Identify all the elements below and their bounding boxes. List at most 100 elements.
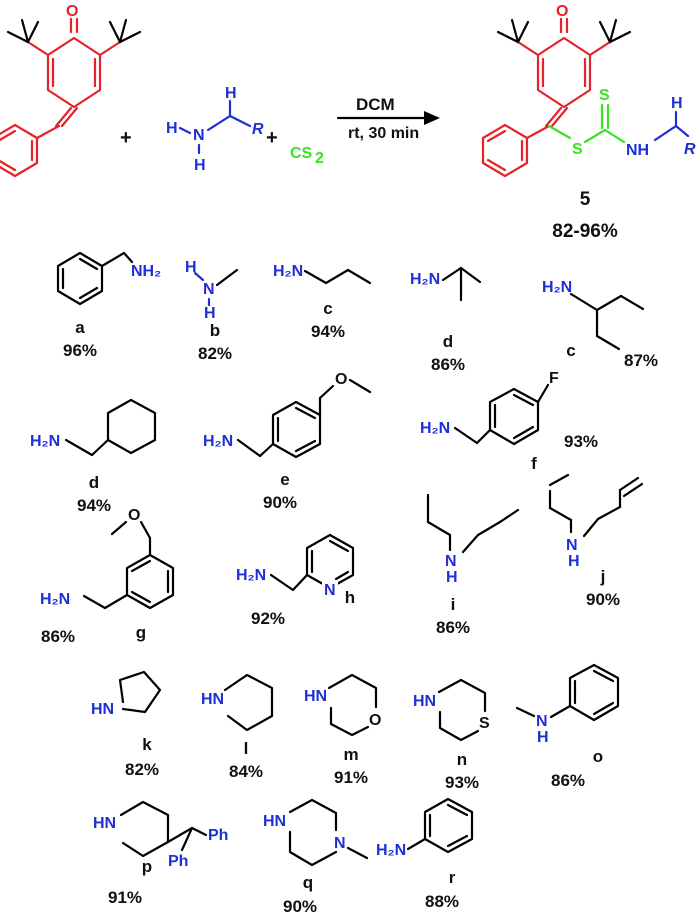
reagent-cs2-subscript: 2 (315, 150, 324, 167)
atom-nh: NH (626, 142, 649, 159)
substrate-n-structure: HN S (413, 678, 490, 742)
atom-h: H (204, 305, 216, 322)
substrate-a-structure: NH₂ (56, 251, 161, 306)
condition-solvent: DCM (356, 95, 395, 114)
substrate-yield: 86% (41, 627, 75, 646)
atom-n: N (203, 281, 215, 298)
atom-o: O (335, 371, 347, 388)
atom-s: S (572, 141, 583, 158)
substrate-yield: 91% (334, 768, 368, 787)
substrate-label: c (566, 341, 575, 360)
atom-h: H (194, 157, 206, 174)
amine-reactant: H N H H R (166, 85, 264, 174)
atom-h: H (225, 85, 237, 102)
atom-h: H (185, 259, 197, 276)
substrate-yield: 88% (425, 892, 459, 911)
atom-hn: HN (304, 688, 327, 705)
substrate-q-structure: HN N (263, 798, 369, 867)
substrate-i-structure: N H (426, 493, 520, 586)
product-number: 5 (580, 189, 591, 210)
substrate-label: g (136, 623, 146, 642)
substrate-yield: 93% (564, 432, 598, 451)
substrate-yield: 86% (431, 355, 465, 374)
substrate-yield: 87% (624, 351, 658, 370)
atom-o: O (128, 507, 140, 524)
substrate-yield: 92% (251, 609, 285, 628)
atom-h: H (446, 569, 458, 586)
substrate-p-structure: HN Ph Ph (93, 800, 228, 870)
atom-o: O (66, 3, 78, 20)
substrate-yield: 86% (551, 771, 585, 790)
substrate-c-structure: H₂N (273, 263, 372, 285)
substrate-yield: 90% (283, 897, 317, 916)
substrate-yield: 90% (263, 493, 297, 512)
substrate-r-structure: H₂N (376, 797, 474, 859)
atom-s: S (599, 87, 610, 104)
substrate-label: r (449, 868, 456, 887)
substrate-label: o (593, 747, 603, 766)
substrate-label: n (457, 750, 467, 769)
atom-h2n: H₂N (30, 433, 60, 450)
atom-h2n: H₂N (236, 567, 266, 584)
atom-n: N (193, 127, 205, 144)
substrate-yield: 96% (63, 341, 97, 360)
substrate-label: i (451, 595, 456, 614)
substrate-yield: 91% (108, 888, 142, 907)
atom-h2n: H₂N (420, 420, 450, 437)
atom-n: N (324, 582, 336, 599)
atom-hn: HN (91, 701, 114, 718)
atom-h2n: H₂N (40, 591, 70, 608)
atom-nh2: NH₂ (131, 263, 161, 280)
substrate-g-structure: O H₂N (40, 507, 175, 610)
substrate-f-structure: H₂N F (420, 370, 559, 446)
atom-h2n: H₂N (410, 271, 440, 288)
substrate-label: d (89, 473, 99, 492)
quinone-methide-reactant: O (0, 3, 142, 178)
substrate-label: f (531, 454, 537, 473)
substrate-label: l (244, 739, 249, 758)
substrate-j-structure: N H (548, 473, 644, 570)
atom-n: N (536, 713, 548, 730)
atom-hn: HN (413, 693, 436, 710)
atom-h: H (166, 120, 178, 137)
substrate-d2-structure: H₂N (30, 398, 157, 457)
atom-n: N (445, 553, 457, 570)
atom-h2n: H₂N (376, 842, 406, 859)
product-5-structure: O S S NH H R (481, 3, 696, 178)
atom-h2n: H₂N (542, 279, 572, 296)
atom-ph: Ph (168, 853, 188, 870)
substrate-yield: 84% (229, 762, 263, 781)
substrate-label: j (600, 567, 606, 586)
substrate-yield: 94% (311, 322, 345, 341)
atom-ph: Ph (208, 827, 228, 844)
substrate-label: c (323, 299, 332, 318)
reaction-arrow (336, 111, 440, 125)
substrate-yield: 94% (77, 496, 111, 515)
atom-h: H (568, 553, 580, 570)
atom-h2n: H₂N (273, 263, 303, 280)
substrate-label: b (210, 321, 220, 340)
substrate-b-structure: H N H (185, 259, 239, 322)
atom-hn: HN (93, 815, 116, 832)
atom-h: H (671, 95, 683, 112)
atom-h: H (537, 729, 549, 746)
plus-sign: + (266, 127, 278, 149)
substrate-e-structure: H₂N O (203, 371, 372, 459)
atom-r: R (684, 141, 696, 158)
substrate-yield: 86% (436, 618, 470, 637)
substrate-c2-structure: H₂N (542, 279, 645, 351)
substrate-label: d (443, 332, 453, 351)
atom-f: F (549, 370, 559, 387)
substrate-yield: 90% (586, 590, 620, 609)
substrate-label: e (280, 470, 289, 489)
substrate-l-structure: HN (201, 673, 274, 732)
substrate-label: m (343, 745, 358, 764)
substrate-k-structure: HN (91, 670, 162, 718)
substrate-d-structure: H₂N (410, 266, 482, 302)
substrate-m-structure: HN O (304, 673, 381, 737)
atom-h2n: H₂N (203, 433, 233, 450)
substrate-label: a (75, 318, 85, 337)
atom-n: N (566, 537, 578, 554)
substrate-yield: 82% (125, 760, 159, 779)
